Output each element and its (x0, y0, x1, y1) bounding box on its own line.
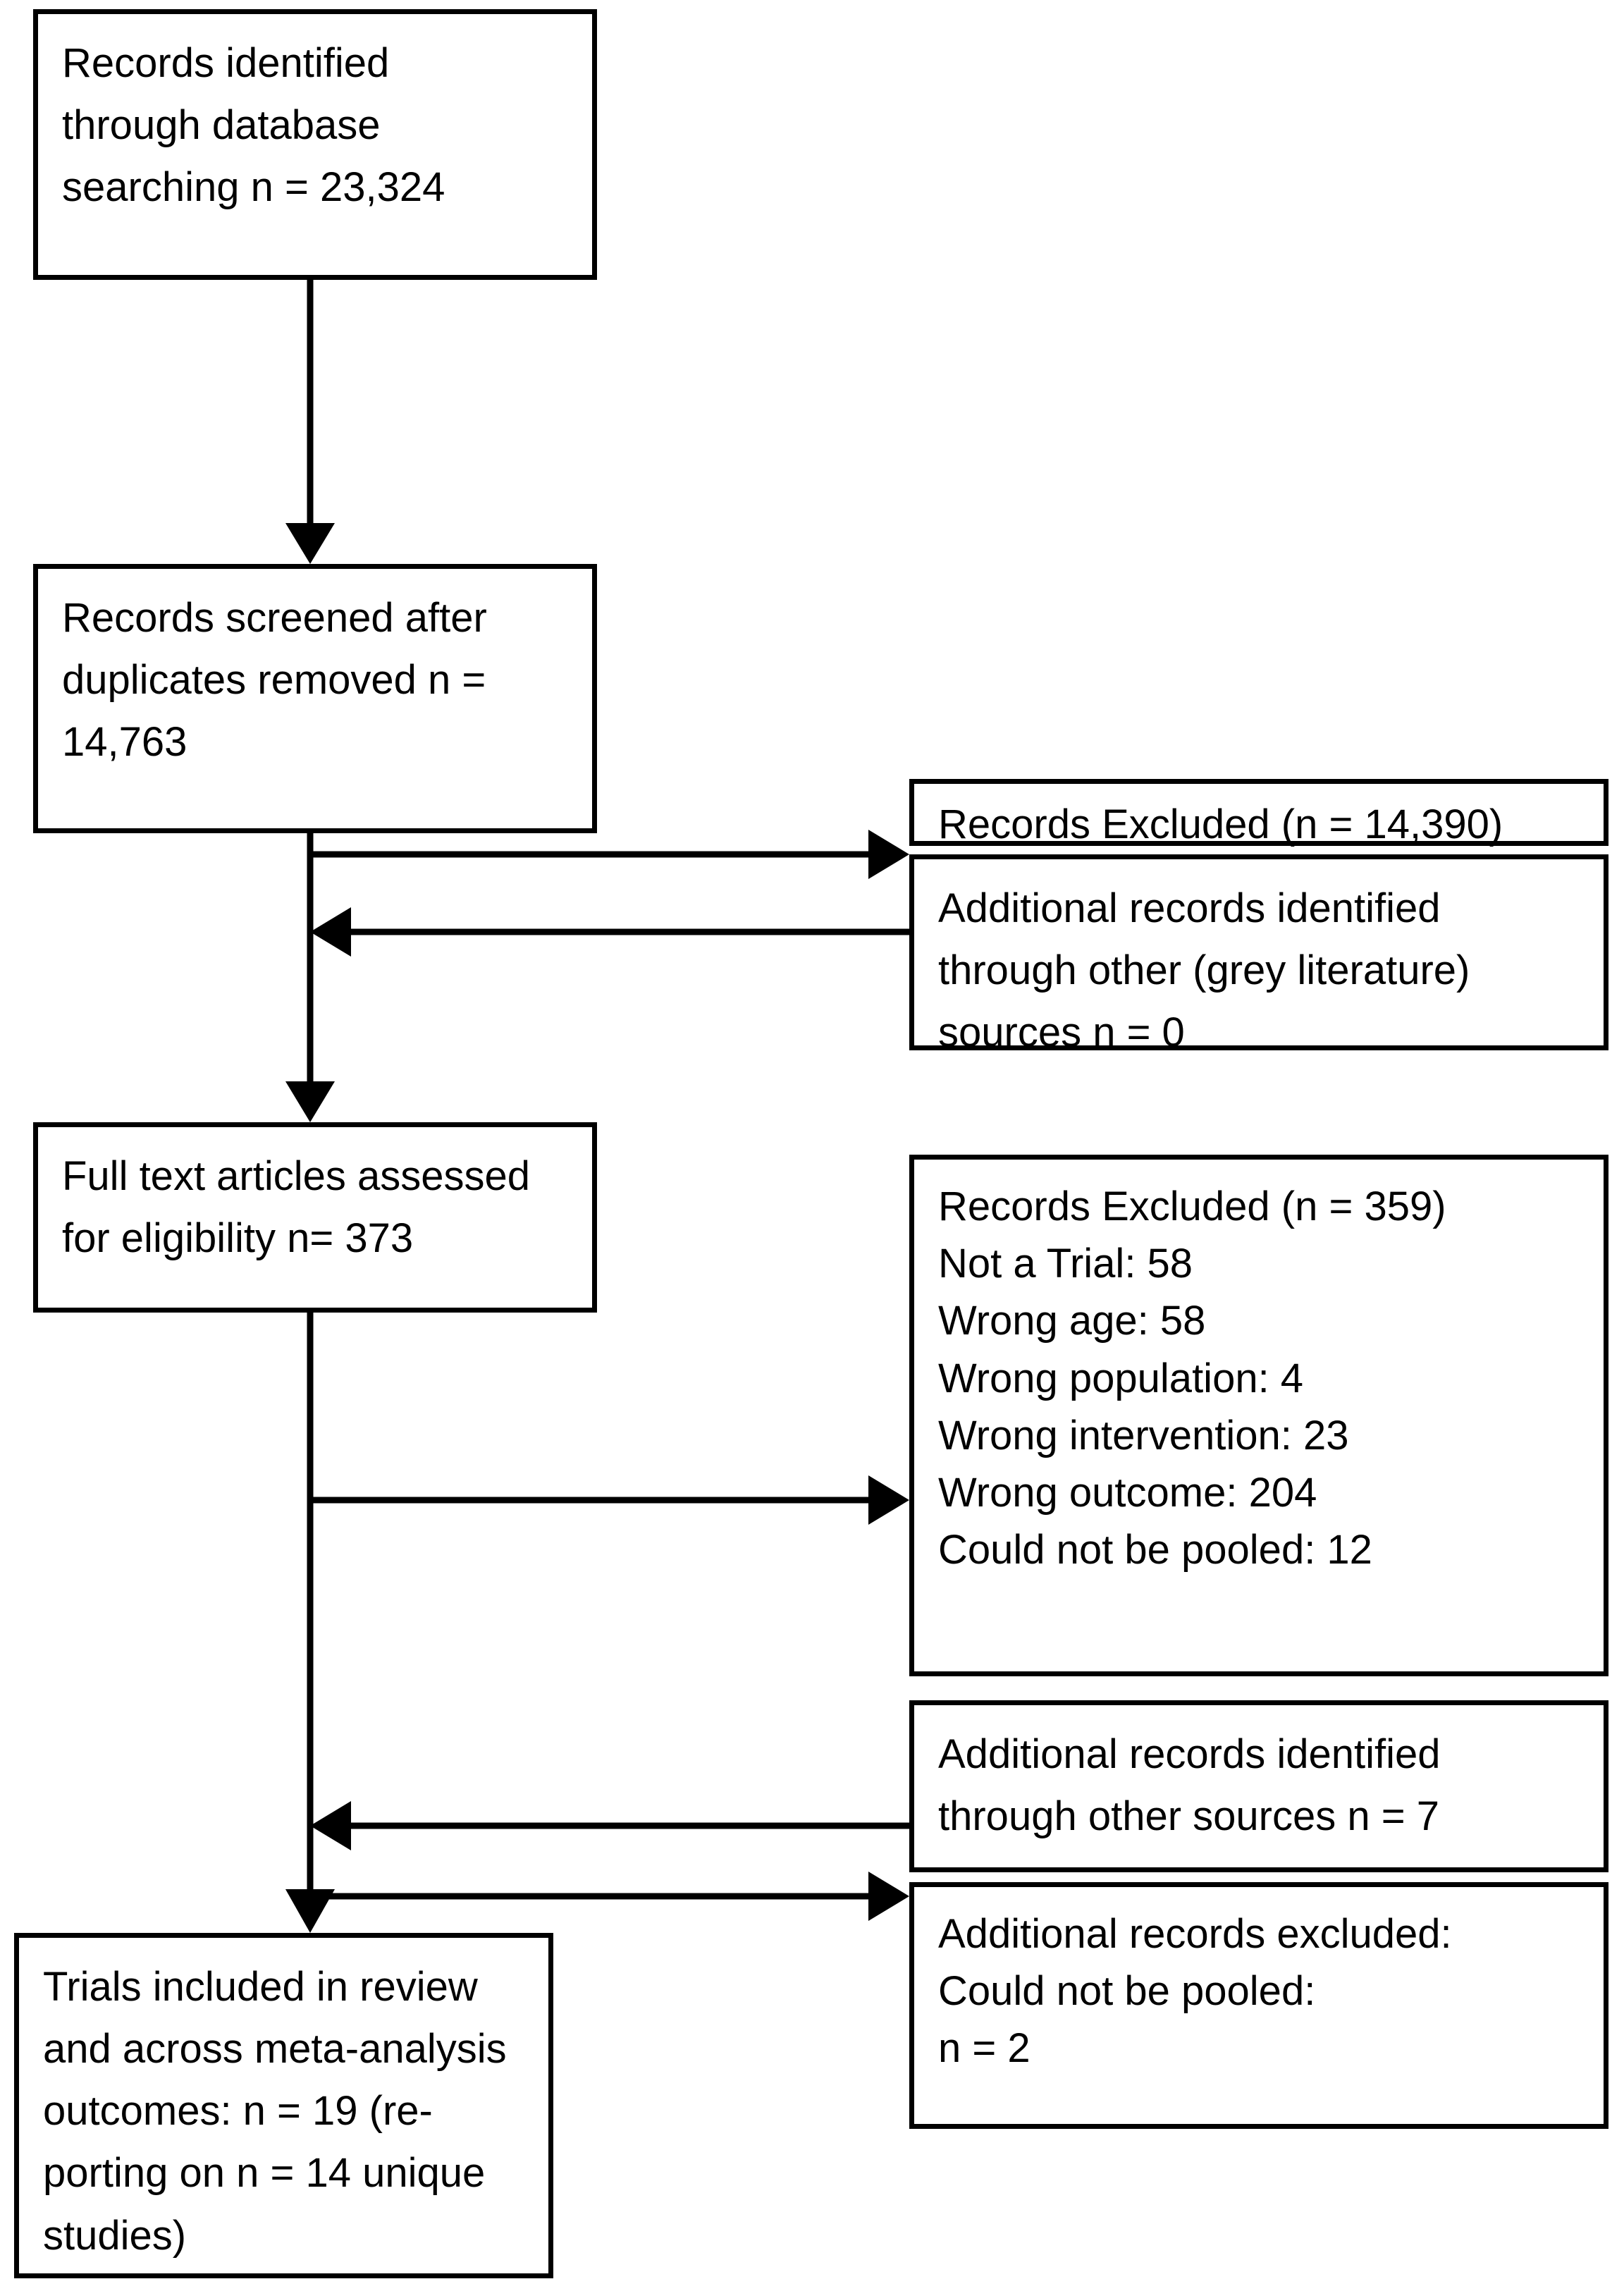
trials-included-line-4: porting on n = 14 unique (43, 2150, 486, 2197)
full-text-line-1: Full text articles assessed (62, 1153, 531, 1199)
full-text-line-2: for eligibility n= 373 (62, 1215, 414, 1262)
records-excluded-full-text-box: Records Excluded (n = 359) Not a Trial: … (909, 1155, 1608, 1676)
grey-literature-line-2: through other (grey literature) (938, 947, 1470, 994)
other-sources-line-2: through other sources n = 7 (938, 1793, 1439, 1840)
other-sources-line-1: Additional records identified (938, 1731, 1441, 1777)
trials-included-line-3: outcomes: n = 19 (re- (43, 2088, 433, 2135)
edge-trunk-to-additional-excluded (310, 1872, 909, 1921)
excluded-reason-wrong-intervention: Wrong intervention: 23 (938, 1412, 1349, 1458)
edge-grey-literature-to-trunk (310, 907, 909, 957)
excluded-full-text-header: Records Excluded (n = 359) (938, 1184, 1446, 1229)
records-screened-box: Records screened after duplicates remove… (33, 564, 597, 833)
trials-included-line-1: Trials included in review (43, 1964, 478, 2010)
edge-screened-to-excluded (310, 830, 909, 879)
records-screened-line-3: 14,763 (62, 719, 187, 766)
records-excluded-screening-box: Records Excluded (n = 14,390) (909, 779, 1608, 847)
records-excluded-screening-text: Records Excluded (n = 14,390) (938, 801, 1503, 847)
grey-literature-line-1: Additional records identified (938, 885, 1441, 931)
edge-fulltext-to-excluded (310, 1475, 909, 1525)
additional-excluded-line-2: Could not be pooled: (938, 1968, 1316, 2015)
edge-other-sources-to-trunk (310, 1801, 909, 1850)
records-identified-line-3: searching n = 23,324 (62, 164, 445, 211)
trials-included-box: Trials included in review and across met… (14, 1933, 553, 2278)
excluded-reason-wrong-age: Wrong age: 58 (938, 1298, 1206, 1344)
grey-literature-line-3: sources n = 0 (938, 1009, 1185, 1056)
trials-included-line-2: and across meta-analysis (43, 2026, 507, 2072)
excluded-reason-not-a-trial: Not a Trial: 58 (938, 1241, 1193, 1287)
additional-records-excluded-box: Additional records excluded: Could not b… (909, 1882, 1608, 2129)
additional-excluded-line-1: Additional records excluded: (938, 1911, 1452, 1957)
full-text-assessed-box: Full text articles assessed for eligibil… (33, 1122, 597, 1313)
records-identified-box: Records identified through database sear… (33, 9, 597, 280)
edge-screened-to-fulltext (285, 833, 335, 1122)
additional-excluded-line-3: n = 2 (938, 2025, 1031, 2072)
additional-records-grey-literature-box: Additional records identified through ot… (909, 854, 1608, 1055)
excluded-reason-could-not-be-pooled: Could not be pooled: 12 (938, 1527, 1372, 1573)
excluded-reason-wrong-outcome: Wrong outcome: 204 (938, 1469, 1317, 1516)
excluded-reason-wrong-population: Wrong population: 4 (938, 1355, 1304, 1401)
trials-included-line-5: studies) (43, 2212, 187, 2259)
additional-records-other-sources-box: Additional records identified through ot… (909, 1700, 1608, 1872)
records-identified-line-1: Records identified (62, 40, 390, 86)
records-screened-line-2: duplicates removed n = (62, 657, 486, 704)
edge-fulltext-to-included (285, 1313, 335, 1933)
edge-identified-to-screened (285, 280, 335, 564)
records-identified-line-2: through database (62, 102, 381, 149)
records-screened-line-1: Records screened after (62, 595, 487, 641)
